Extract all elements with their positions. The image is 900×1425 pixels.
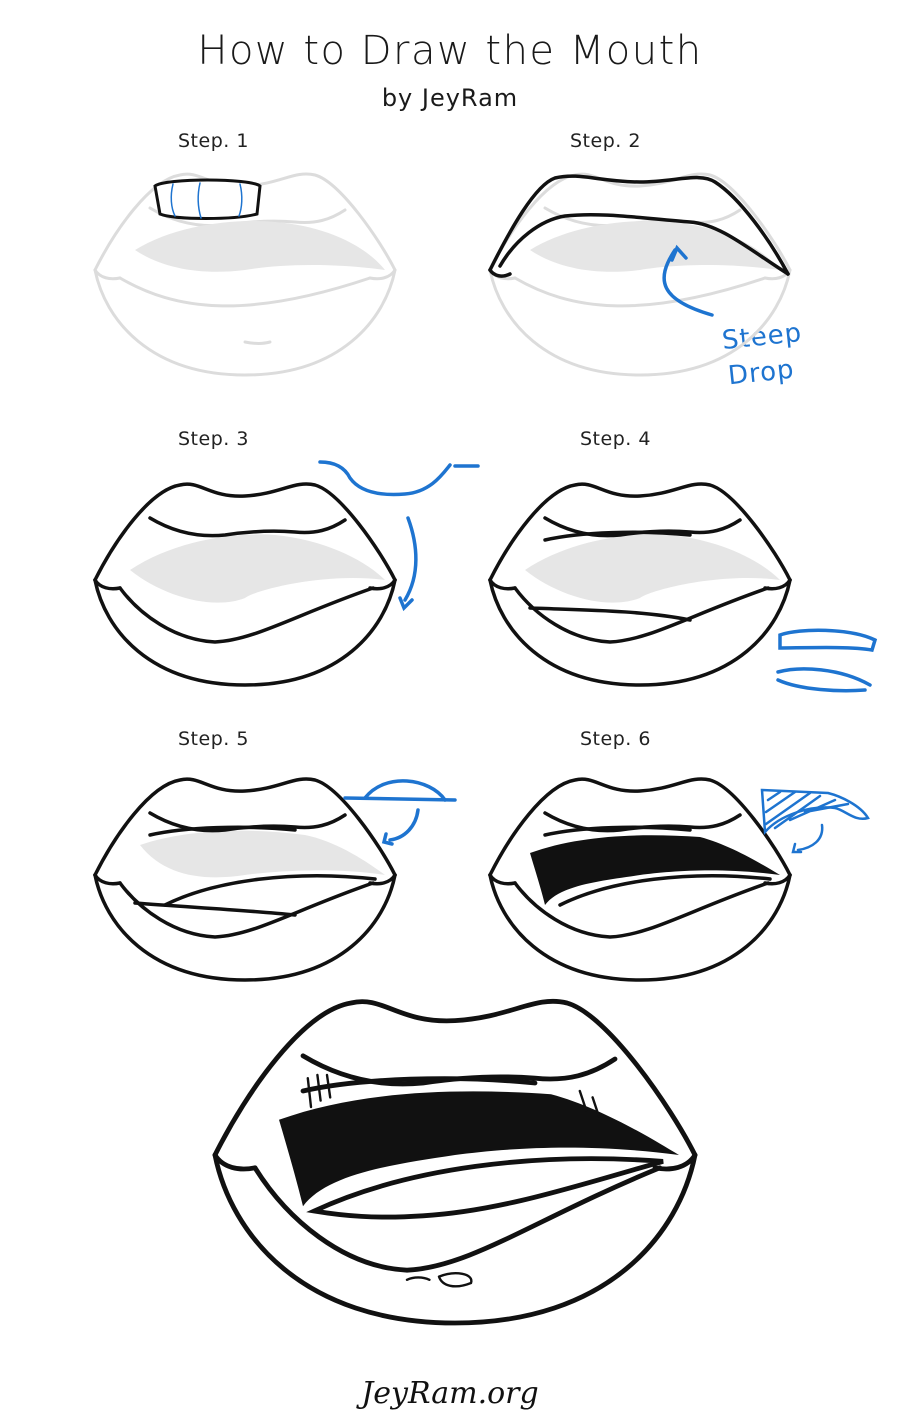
step-2-illustration <box>488 172 792 377</box>
step-2-label: Step. 2 <box>570 130 641 152</box>
step-4-guides <box>776 628 878 693</box>
step-1-illustration <box>93 172 397 377</box>
step-3-guides <box>318 460 480 612</box>
step-6-guides <box>760 788 870 854</box>
step-4-illustration <box>488 482 792 687</box>
step-5-illustration <box>93 777 397 982</box>
step-4-label: Step. 4 <box>580 428 651 450</box>
step-6-label: Step. 6 <box>580 728 651 750</box>
step-6-illustration <box>488 777 792 982</box>
step-5-label: Step. 5 <box>178 728 249 750</box>
step-3-label: Step. 3 <box>178 428 249 450</box>
signature-logo: JeyRam.org <box>361 1376 539 1411</box>
step-3-illustration <box>93 482 397 687</box>
page-title: How to Draw the Mouth <box>197 28 703 74</box>
step-1-label: Step. 1 <box>178 130 249 152</box>
final-mouth-illustration <box>215 1001 695 1323</box>
page-subtitle: by JeyRam <box>381 84 519 112</box>
step-1-highlight <box>153 178 262 220</box>
step-5-guides <box>343 779 457 846</box>
